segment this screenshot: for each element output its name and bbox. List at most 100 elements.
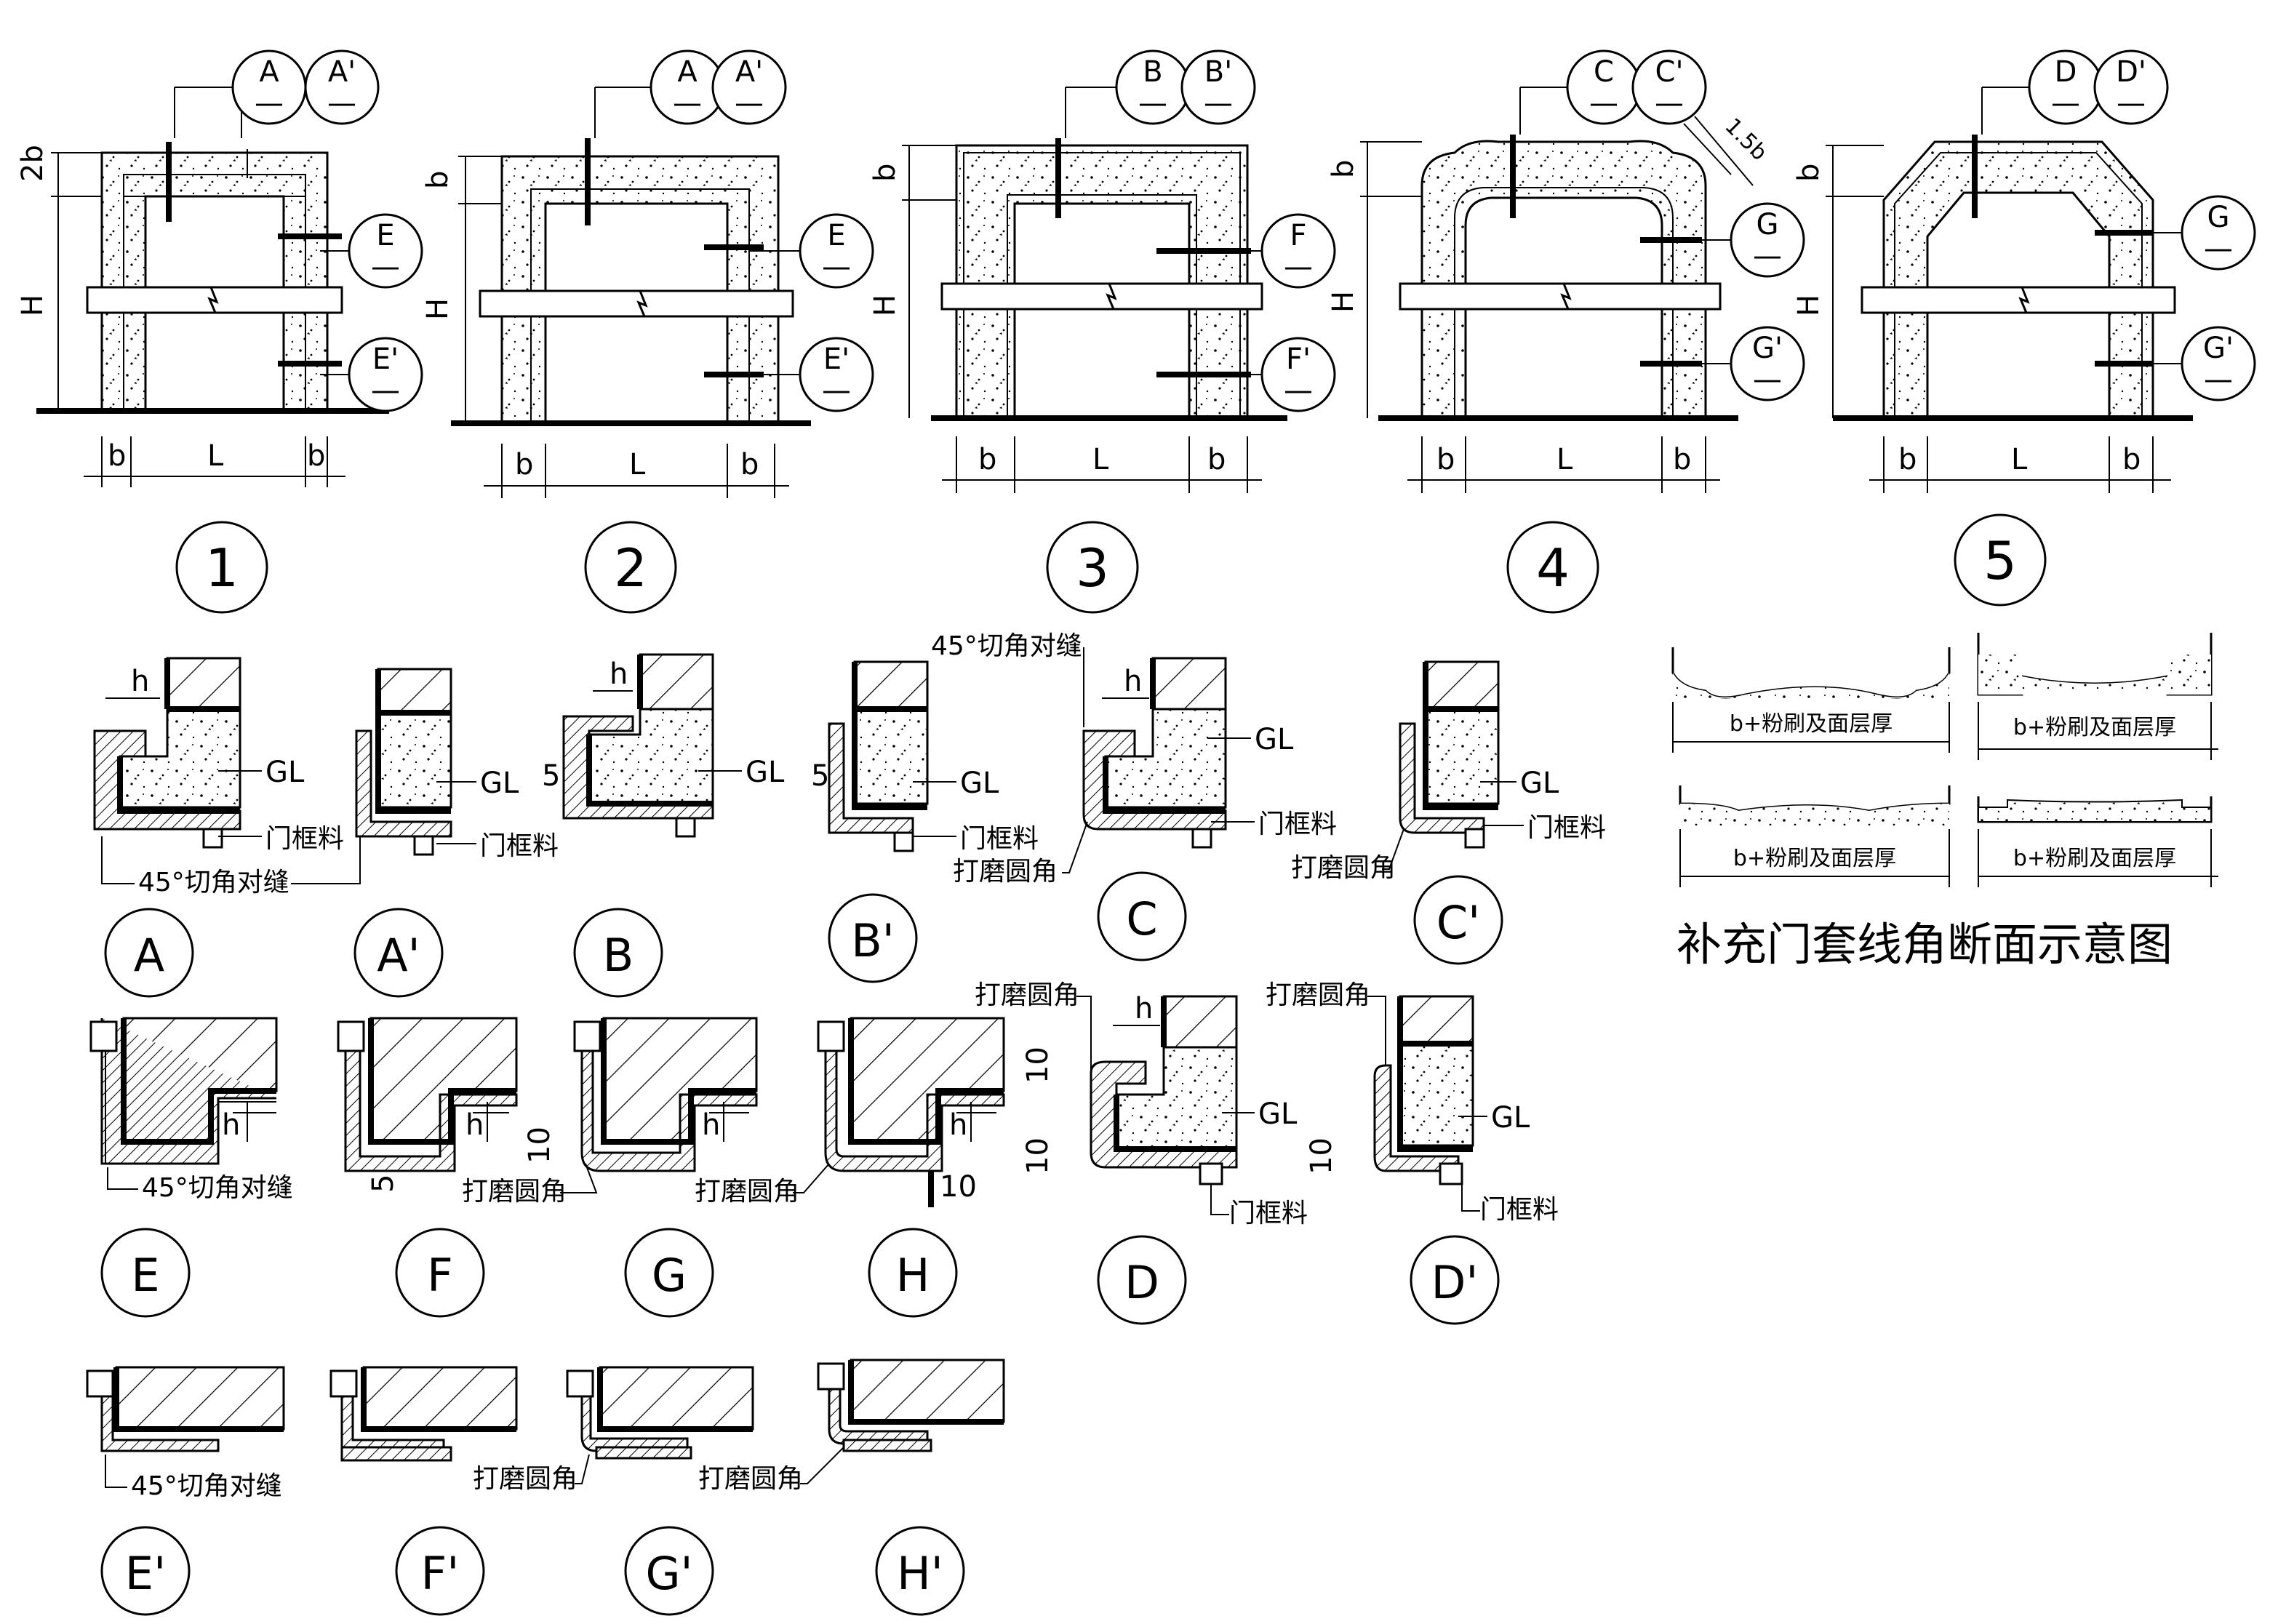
svg-text:b+粉刷及面层厚: b+粉刷及面层厚 (2013, 846, 2176, 871)
section-H-detail: h 10 打磨圆角 H (695, 1017, 1005, 1318)
section-F-detail: h 5 F (337, 1017, 518, 1318)
svg-text:b: b (1898, 443, 1917, 476)
svg-text:b: b (1792, 164, 1826, 182)
svg-text:门框料: 门框料 (960, 824, 1039, 854)
section-G-prime-detail: 打磨圆角 G' (473, 1366, 754, 1616)
dim-L: L (207, 439, 224, 473)
svg-text:45°切角对缝: 45°切角对缝 (131, 1471, 282, 1501)
svg-text:h: h (465, 1108, 484, 1142)
section-B-prime-detail: 5 GL 门框料 B' (811, 660, 1039, 983)
svg-text:C: C (1126, 892, 1157, 945)
svg-text:D': D' (2116, 55, 2146, 89)
svg-text:门框料: 门框料 (1258, 809, 1337, 839)
section-C-prime-detail: GL 门框料 打磨圆角 C' (1291, 660, 1606, 965)
elevation-number: 1 (205, 537, 239, 599)
svg-text:—: — (255, 87, 284, 120)
svg-text:G: G (652, 1249, 687, 1302)
svg-text:—: — (1284, 374, 1313, 407)
svg-text:4: 4 (1536, 537, 1570, 599)
svg-text:GL: GL (265, 756, 305, 789)
svg-text:F: F (1290, 219, 1306, 252)
svg-text:—: — (371, 374, 400, 407)
svg-text:H: H (1327, 291, 1360, 313)
svg-text:b: b (1436, 443, 1455, 476)
svg-text:10: 10 (1305, 1137, 1338, 1175)
svg-text:10: 10 (1021, 1047, 1055, 1084)
svg-text:GL: GL (1491, 1101, 1530, 1135)
dim-b-right: b (307, 439, 325, 473)
svg-text:—: — (1204, 87, 1233, 120)
svg-text:45°切角对缝: 45°切角对缝 (931, 631, 1082, 661)
svg-text:门框料: 门框料 (480, 831, 559, 861)
svg-text:B': B' (851, 914, 895, 967)
svg-text:—: — (2051, 87, 2080, 120)
dim-b-left: b (108, 439, 126, 473)
svg-text:10: 10 (1021, 1137, 1055, 1175)
svg-text:b+粉刷及面层厚: b+粉刷及面层厚 (1730, 711, 1893, 737)
svg-text:A': A' (377, 929, 420, 982)
svg-text:F': F' (421, 1547, 460, 1600)
svg-text:—: — (1753, 363, 1782, 396)
svg-text:h: h (702, 1108, 720, 1142)
svg-text:H': H' (897, 1547, 943, 1600)
svg-text:—: — (822, 374, 851, 407)
svg-text:—: — (2204, 232, 2233, 265)
profile-4: b+粉刷及面层厚 (1977, 796, 2218, 887)
tag-circle-E (348, 213, 423, 289)
svg-text:D': D' (1431, 1256, 1479, 1309)
dim-1.5b: 1.5b (1719, 113, 1772, 166)
svg-text:b: b (1673, 443, 1691, 476)
section-D-detail: 打磨圆角 h 10 10 GL 门框料 D (975, 980, 1308, 1325)
svg-text:5: 5 (542, 759, 560, 793)
svg-text:H: H (896, 1249, 930, 1302)
svg-text:L: L (629, 448, 646, 481)
svg-text:L: L (2011, 443, 2028, 476)
svg-text:GL: GL (1258, 1097, 1298, 1131)
svg-text:H: H (421, 298, 455, 320)
svg-text:E: E (376, 219, 394, 252)
svg-text:—: — (735, 87, 764, 120)
svg-text:GL: GL (960, 767, 999, 800)
svg-text:—: — (2117, 87, 2146, 120)
svg-text:GL: GL (746, 756, 785, 789)
svg-text:A': A' (328, 55, 356, 89)
section-D-prime-detail: 打磨圆角 10 GL 门框料 D' (1266, 980, 1559, 1325)
svg-text:打磨圆角: 打磨圆角 (698, 1464, 803, 1494)
svg-text:b: b (868, 164, 902, 182)
svg-text:打磨圆角: 打磨圆角 (1291, 853, 1396, 883)
section-A-detail: h GL 门框料 45°切角对缝 A (93, 657, 344, 998)
svg-text:—: — (673, 87, 702, 120)
svg-text:E': E' (125, 1547, 166, 1600)
svg-text:—: — (1138, 87, 1167, 120)
svg-text:门框料: 门框料 (1229, 1199, 1308, 1228)
svg-text:G: G (2207, 201, 2230, 234)
svg-text:—: — (1655, 87, 1684, 120)
svg-text:E': E' (823, 343, 850, 376)
section-H-prime-detail: 打磨圆角 H' (698, 1359, 1005, 1616)
dim-H: H (16, 295, 49, 316)
svg-text:B: B (1143, 55, 1162, 89)
elevation-1: 2b H b L b A — A' — E — E' — 1 (16, 49, 423, 614)
svg-text:10: 10 (940, 1170, 977, 1204)
svg-text:打磨圆角: 打磨圆角 (462, 1177, 567, 1207)
svg-text:F: F (427, 1249, 453, 1302)
svg-text:b: b (515, 448, 533, 481)
svg-text:B': B' (1204, 55, 1232, 89)
elevation-2: b H b L b A — A' — E — E' — 2 (421, 49, 874, 614)
svg-text:L: L (1092, 443, 1109, 476)
svg-text:G: G (1757, 208, 1779, 241)
section-A-prime-detail: GL 门框料 A' (291, 668, 559, 998)
dim-2b: 2b (16, 145, 49, 182)
svg-text:A': A' (735, 55, 763, 89)
svg-text:5: 5 (367, 1175, 400, 1193)
svg-text:h: h (1135, 992, 1153, 1025)
svg-text:GL: GL (480, 767, 519, 800)
svg-text:打磨圆角: 打磨圆角 (953, 857, 1058, 887)
svg-text:b: b (1207, 443, 1226, 476)
svg-text:G': G' (645, 1547, 692, 1600)
elevation-5: b H b L b D — D' — G — G' — 5 (1792, 49, 2256, 607)
svg-text:B: B (603, 929, 634, 982)
tag-circle-E-prime (348, 337, 423, 412)
svg-text:D: D (1124, 1256, 1159, 1309)
